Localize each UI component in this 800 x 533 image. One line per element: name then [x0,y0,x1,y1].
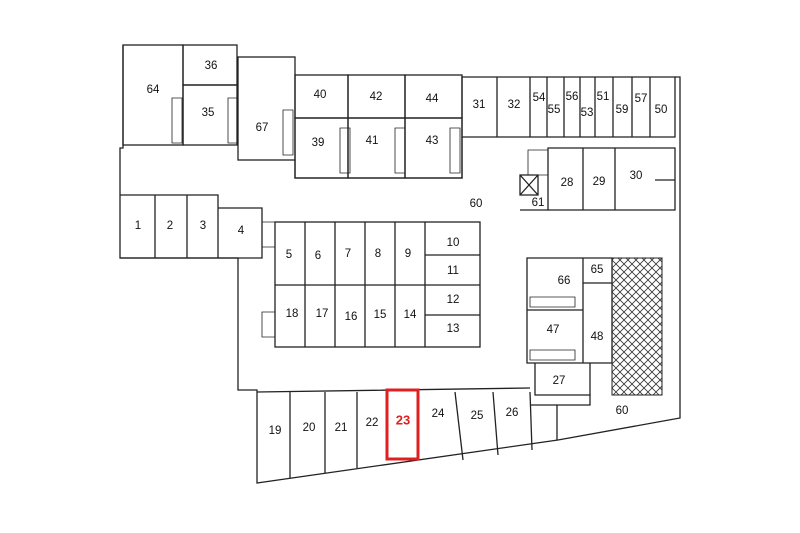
unit-label[interactable]: 59 [616,104,629,116]
unit-label[interactable]: 3 [200,220,206,232]
unit-label[interactable]: 9 [405,248,411,260]
unit-label[interactable]: 43 [426,135,439,147]
unit-label[interactable]: 18 [286,308,299,320]
hatched-area [611,257,663,396]
unit-label[interactable]: 51 [597,91,610,103]
unit-label[interactable]: 12 [447,294,460,306]
unit-label[interactable]: 22 [366,417,379,429]
unit-label[interactable]: 48 [591,331,604,343]
unit-label[interactable]: 44 [426,93,439,105]
unit-label[interactable]: 6 [315,250,321,262]
unit-label[interactable]: 30 [630,170,643,182]
unit-label[interactable]: 54 [533,92,546,104]
unit-label[interactable]: 17 [316,308,329,320]
highlighted-unit-label[interactable]: 23 [396,412,410,427]
common-area-label: 60 [616,405,629,417]
unit-label[interactable]: 61 [532,197,545,209]
unit-label[interactable]: 21 [335,422,348,434]
unit-label[interactable]: 35 [202,107,215,119]
unit-label[interactable]: 11 [447,265,459,277]
unit-label[interactable]: 10 [447,237,460,249]
unit-label[interactable]: 15 [374,309,387,321]
unit-label[interactable]: 8 [375,248,381,260]
highlighted-unit-outline[interactable] [385,388,420,461]
unit-label[interactable]: 2 [167,220,173,232]
unit-label[interactable]: 64 [147,84,160,96]
unit-label[interactable]: 36 [205,60,218,72]
unit-label[interactable]: 1 [135,220,141,232]
unit-label[interactable]: 57 [635,93,648,105]
unit-label[interactable]: 26 [506,407,519,419]
unit-label[interactable]: 40 [314,89,327,101]
unit-label[interactable]: 42 [370,91,383,103]
unit-label[interactable]: 47 [547,324,560,336]
unit-label[interactable]: 32 [508,99,521,111]
unit-label[interactable]: 67 [256,122,269,134]
unit-label[interactable]: 7 [345,248,351,260]
unit-label[interactable]: 53 [581,107,594,119]
unit-label[interactable]: 65 [591,264,604,276]
unit-label[interactable]: 28 [561,177,574,189]
unit-label[interactable]: 13 [447,323,460,335]
unit-label[interactable]: 66 [558,275,571,287]
unit-label[interactable]: 31 [473,99,486,111]
unit-label[interactable]: 50 [655,104,668,116]
stairs-icon [171,97,576,361]
unit-label[interactable]: 25 [471,410,484,422]
unit-label[interactable]: 5 [286,249,292,261]
unit-label[interactable]: 41 [366,135,379,147]
unit-label[interactable]: 39 [312,137,325,149]
walls [119,44,681,484]
unit-label[interactable]: 24 [432,408,445,420]
unit-label[interactable]: 55 [548,104,561,116]
unit-labels: 64 36 35 67 40 42 44 39 41 43 31 32 54 5… [135,60,668,437]
unit-label[interactable]: 16 [345,311,358,323]
unit-label[interactable]: 19 [269,425,282,437]
unit-label[interactable]: 29 [593,176,606,188]
unit-label[interactable]: 56 [566,91,579,103]
unit-label[interactable]: 20 [303,422,316,434]
common-area-label: 60 [470,198,483,210]
unit-label[interactable]: 27 [553,375,566,387]
unit-label[interactable]: 14 [404,309,417,321]
unit-label[interactable]: 4 [238,225,245,237]
